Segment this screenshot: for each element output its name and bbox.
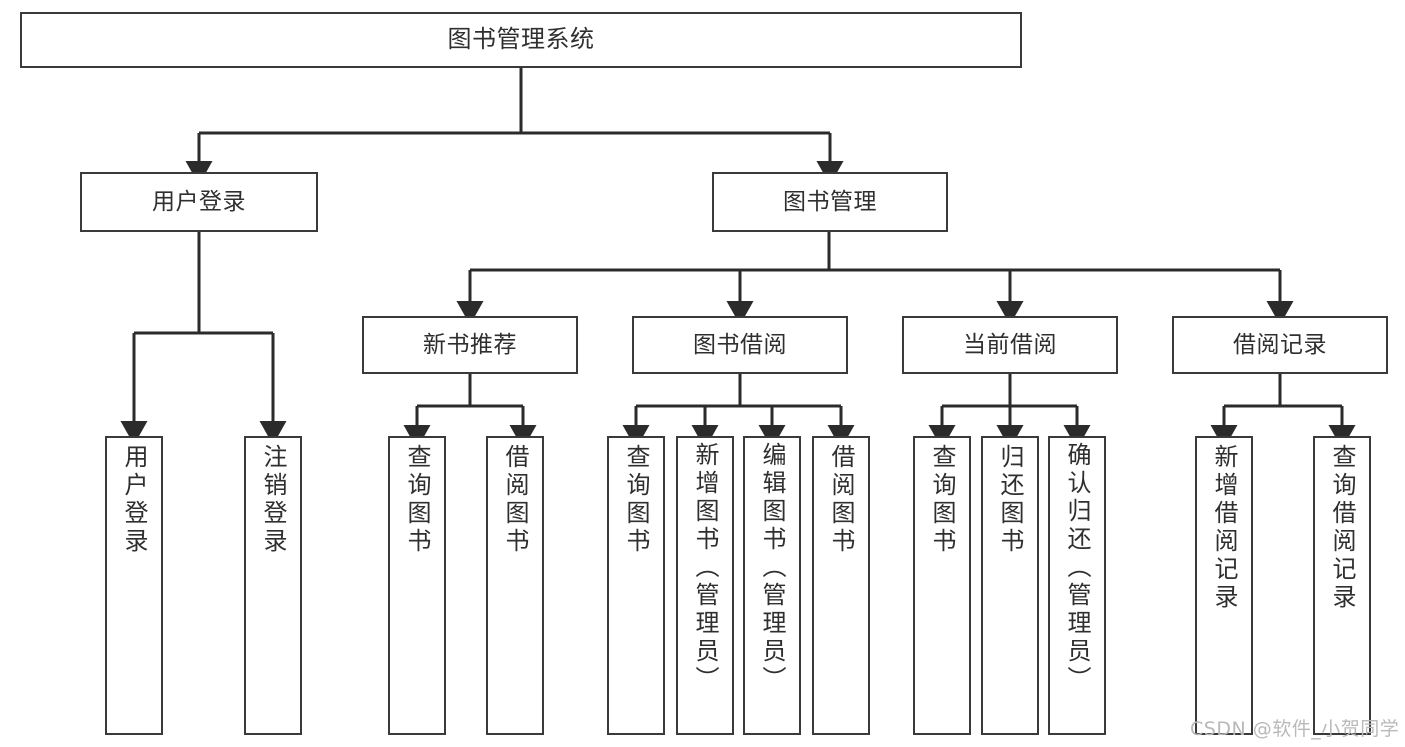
leaf-query-borrow-record[interactable]: 查询借阅记录 — [1313, 436, 1371, 735]
leaf-query-borrow-record-label: 查询借阅记录 — [1328, 444, 1356, 612]
leaf-confirm-return-admin[interactable]: 确认归还（管理员） — [1048, 436, 1106, 735]
leaf-borrow-book-2[interactable]: 借阅图书 — [812, 436, 870, 735]
node-book-management[interactable]: 图书管理 — [712, 172, 948, 232]
leaf-edit-book-admin-label: 编辑图书（管理员） — [758, 442, 786, 694]
leaf-query-book-1-label: 查询图书 — [403, 444, 431, 556]
leaf-query-book-3-label: 查询图书 — [928, 444, 956, 556]
leaf-borrow-book-2-label: 借阅图书 — [827, 444, 855, 556]
watermark: CSDN @软件_小贺同学 — [1190, 718, 1400, 740]
leaf-query-book-3[interactable]: 查询图书 — [913, 436, 971, 735]
leaf-query-book-1[interactable]: 查询图书 — [388, 436, 446, 735]
leaf-add-book-admin-label: 新增图书（管理员） — [691, 442, 719, 694]
node-root[interactable]: 图书管理系统 — [20, 12, 1022, 68]
node-borrow-record[interactable]: 借阅记录 — [1172, 316, 1388, 374]
leaf-query-book-2-label: 查询图书 — [622, 444, 650, 556]
node-new-book-recommend-label: 新书推荐 — [423, 331, 517, 358]
node-new-book-recommend[interactable]: 新书推荐 — [362, 316, 578, 374]
node-root-label: 图书管理系统 — [447, 25, 595, 54]
leaf-add-borrow-record[interactable]: 新增借阅记录 — [1195, 436, 1253, 735]
leaf-return-book[interactable]: 归还图书 — [981, 436, 1039, 735]
node-book-borrow-label: 图书借阅 — [693, 331, 787, 358]
leaf-borrow-book-1[interactable]: 借阅图书 — [486, 436, 544, 735]
leaf-return-book-label: 归还图书 — [996, 444, 1024, 556]
node-book-management-label: 图书管理 — [783, 188, 877, 215]
node-user-login-label: 用户登录 — [152, 188, 246, 215]
leaf-query-book-2[interactable]: 查询图书 — [607, 436, 665, 735]
leaf-borrow-book-1-label: 借阅图书 — [501, 444, 529, 556]
leaf-edit-book-admin[interactable]: 编辑图书（管理员） — [743, 436, 801, 735]
node-book-borrow[interactable]: 图书借阅 — [632, 316, 848, 374]
leaf-user-login[interactable]: 用户登录 — [105, 436, 163, 735]
leaf-confirm-return-admin-label: 确认归还（管理员） — [1063, 442, 1091, 694]
leaf-logout-login-label: 注销登录 — [259, 444, 287, 556]
leaf-user-login-label: 用户登录 — [120, 444, 148, 556]
node-borrow-record-label: 借阅记录 — [1233, 331, 1327, 358]
node-current-borrow-label: 当前借阅 — [963, 331, 1057, 358]
node-current-borrow[interactable]: 当前借阅 — [902, 316, 1118, 374]
leaf-add-book-admin[interactable]: 新增图书（管理员） — [676, 436, 734, 735]
node-user-login[interactable]: 用户登录 — [80, 172, 318, 232]
leaf-logout-login[interactable]: 注销登录 — [244, 436, 302, 735]
leaf-add-borrow-record-label: 新增借阅记录 — [1210, 444, 1238, 612]
